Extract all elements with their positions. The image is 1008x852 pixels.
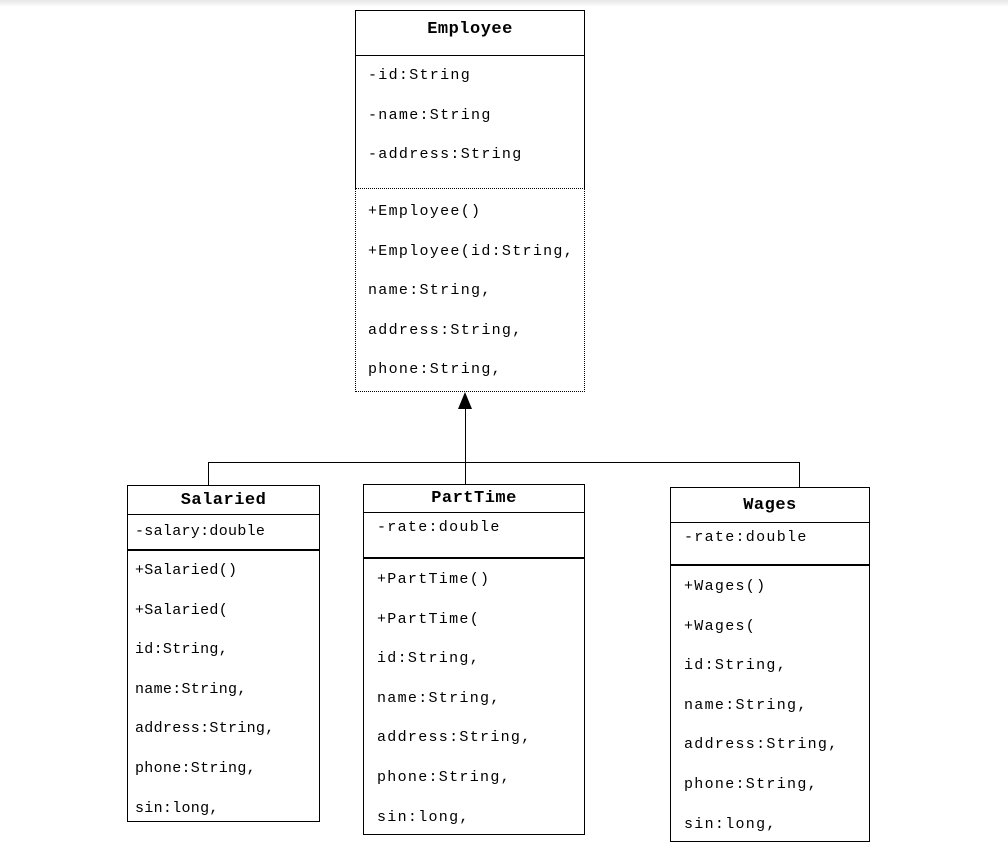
class-title-parttime: PartTime bbox=[363, 484, 585, 513]
class-attribute: -rate:double bbox=[684, 529, 808, 546]
class-method: +Wages() bbox=[684, 578, 767, 595]
class-method: name:String, bbox=[684, 696, 808, 714]
class-method: +Wages( bbox=[684, 617, 757, 635]
class-attribute: -rate:double bbox=[377, 519, 501, 536]
class-method: name:String, bbox=[368, 282, 492, 300]
connector-stub-salaried bbox=[208, 462, 209, 485]
class-method: address:String, bbox=[135, 720, 275, 738]
class-title-employee: Employee bbox=[355, 10, 585, 56]
class-method: +Salaried( bbox=[135, 601, 229, 619]
class-method: phone:String, bbox=[377, 768, 511, 786]
class-box-salaried: Salaried -salary:double +Salaried() +Sal… bbox=[127, 485, 320, 822]
class-method: id:String, bbox=[135, 641, 229, 659]
class-attribute: -id:String bbox=[368, 67, 472, 84]
class-method: +Employee() bbox=[368, 203, 482, 220]
connector-stub-wages bbox=[799, 462, 800, 487]
page-top-shadow bbox=[0, 0, 1008, 7]
class-method: id:String, bbox=[684, 657, 788, 675]
class-method: sin:long, bbox=[135, 799, 219, 817]
class-method: sin:long, bbox=[684, 815, 777, 833]
class-box-wages: Wages -rate:double +Wages() +Wages( id:S… bbox=[670, 487, 870, 842]
connector-stub-parttime bbox=[465, 462, 466, 484]
class-method: +Employee(id:String, bbox=[368, 242, 575, 260]
class-method: phone:String, bbox=[135, 759, 256, 777]
class-method: address:String, bbox=[684, 736, 839, 754]
class-method: +PartTime() bbox=[377, 571, 491, 588]
class-method: +PartTime( bbox=[377, 610, 481, 628]
inheritance-line-horizontal bbox=[208, 462, 800, 463]
methods-compartment-parttime: +PartTime() +PartTime( id:String, name:S… bbox=[363, 559, 585, 835]
class-attribute: -address:String bbox=[368, 146, 523, 164]
class-method: +Salaried() bbox=[135, 562, 238, 579]
class-method: sin:long, bbox=[377, 808, 470, 826]
class-method: name:String, bbox=[377, 689, 501, 707]
attributes-compartment-parttime: -rate:double bbox=[363, 513, 585, 559]
class-attribute: -name:String bbox=[368, 106, 492, 124]
inheritance-arrowhead bbox=[458, 392, 472, 409]
class-title-wages: Wages bbox=[670, 487, 870, 523]
class-title-salaried: Salaried bbox=[127, 485, 320, 515]
inheritance-line-vertical bbox=[465, 407, 466, 462]
methods-compartment-employee: +Employee() +Employee(id:String, name:St… bbox=[355, 188, 585, 392]
class-method: name:String, bbox=[135, 680, 247, 698]
attributes-compartment-wages: -rate:double bbox=[670, 523, 870, 566]
class-method: address:String, bbox=[368, 321, 523, 339]
class-method: address:String, bbox=[377, 729, 532, 747]
attributes-compartment-salaried: -salary:double bbox=[127, 515, 320, 551]
methods-compartment-wages: +Wages() +Wages( id:String, name:String,… bbox=[670, 566, 870, 842]
class-method: phone:String, bbox=[684, 775, 818, 793]
class-method: id:String, bbox=[377, 650, 481, 668]
attributes-compartment-employee: -id:String -name:String -address:String bbox=[355, 56, 585, 188]
class-attribute: -salary:double bbox=[135, 523, 266, 540]
class-box-parttime: PartTime -rate:double +PartTime() +PartT… bbox=[363, 484, 585, 835]
class-method: phone:String, bbox=[368, 361, 502, 379]
class-box-employee: Employee -id:String -name:String -addres… bbox=[355, 10, 585, 392]
methods-compartment-salaried: +Salaried() +Salaried( id:String, name:S… bbox=[127, 551, 320, 822]
